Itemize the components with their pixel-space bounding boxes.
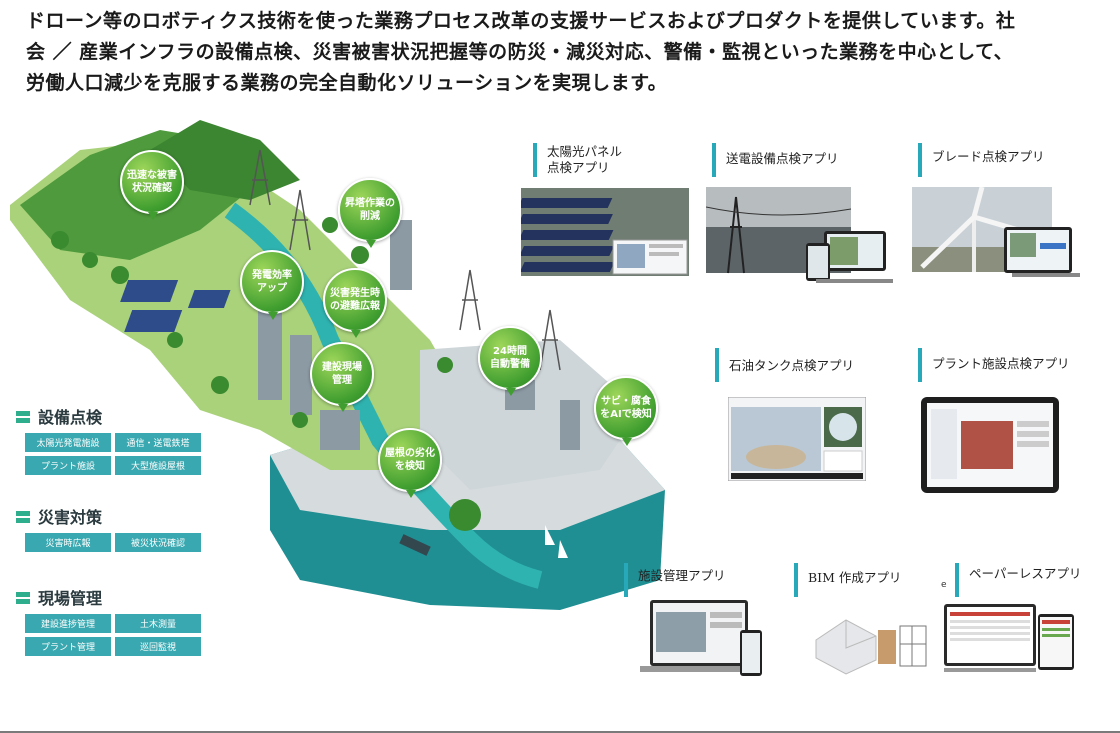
accent-bar	[715, 348, 719, 382]
tablet-illustration	[921, 397, 1059, 493]
app-solar-inspection: 太陽光パネル 点検アプリ	[533, 143, 622, 177]
intro-line-3: 労働人口減少を克服する業務の完全自動化ソリューションを実現します。	[26, 72, 668, 94]
stray-character: e	[941, 580, 947, 590]
accent-bar	[955, 563, 959, 597]
oil-tank-app-image	[728, 397, 866, 481]
accent-bar	[624, 563, 628, 597]
intro-line-1: ドローン等のロボティクス技術を使った業務プロセス改革の支援サービスおよびプロダク…	[26, 10, 1016, 32]
solar-panels-illustration	[521, 188, 689, 276]
legend-title: 設備点検	[38, 408, 103, 427]
app-title: ブレード点検アプリ	[932, 149, 1045, 164]
plant-app-image	[921, 397, 1059, 493]
legend-site-management: 現場管理 建設進捗管理 土木測量 プラント管理 巡回監視	[16, 586, 201, 656]
app-title: プラント施設点検アプリ	[932, 356, 1070, 371]
bubble-corrosion-ai: サビ・腐食 をAIで検知	[594, 376, 658, 446]
intro-line-2: 会 ／ 産業インフラの設備点検、災害被害状況把握等の防災・減災対応、警備・監視と…	[26, 41, 1014, 63]
tag-disaster-broadcast: 災害時広報	[25, 533, 111, 552]
bubble-roof-degradation: 屋根の劣化 を検知	[378, 428, 442, 498]
bubble-power-efficiency: 発電効率 アップ	[240, 250, 304, 320]
bubble-construction: 建設現場 管理	[310, 342, 374, 412]
app-title: BIM 作成アプリ	[808, 570, 902, 585]
app-title: ペーパーレスアプリ	[969, 566, 1082, 581]
intro-text: ドローン等のロボティクス技術を使った業務プロセス改革の支援サービスおよびプロダク…	[26, 6, 1096, 99]
bim-model-illustration	[815, 619, 927, 675]
tag-construction-progress: 建設進捗管理	[25, 614, 111, 633]
legend-equipment: 設備点検 太陽光発電施設 通信・送電鉄塔 プラント施設 大型施設屋根	[16, 405, 201, 475]
app-power-line-inspection: 送電設備点検アプリ	[712, 143, 839, 177]
accent-bar	[918, 348, 922, 382]
app-oil-tank-inspection: 石油タンク点検アプリ	[715, 348, 854, 382]
app-plant-inspection: プラント施設点検アプリ	[918, 348, 1070, 382]
infrastructure-illustration: 迅速な被害 状況確認 昇塔作業の 削減 発電効率 アップ 災害発生時 の避難広報…	[0, 110, 700, 630]
tag-large-roof: 大型施設屋根	[115, 456, 201, 475]
power-line-illustration	[706, 187, 893, 283]
app-title: 石油タンク点検アプリ	[729, 358, 855, 373]
app-title: 太陽光パネル 点検アプリ	[547, 144, 623, 175]
solar-app-image	[521, 188, 689, 276]
paperless-devices-illustration	[944, 604, 1074, 672]
legend-marker	[16, 410, 30, 416]
accent-bar	[533, 143, 537, 177]
bottom-divider	[0, 731, 1120, 733]
app-blade-inspection: ブレード点検アプリ	[918, 143, 1045, 177]
facility-app-image	[640, 600, 768, 678]
legend-title: 災害対策	[38, 508, 103, 527]
tag-patrol-monitoring: 巡回監視	[115, 637, 201, 656]
bubble-evacuation: 災害発生時 の避難広報	[323, 268, 387, 338]
accent-bar	[918, 143, 922, 177]
bubble-24h-security: 24時間 自動警備	[478, 326, 542, 396]
paperless-app-image	[944, 604, 1076, 674]
tag-plant-management: プラント管理	[25, 637, 111, 656]
power-line-app-image	[706, 187, 893, 284]
wind-turbine-illustration	[912, 187, 1080, 277]
app-title: 施設管理アプリ	[638, 568, 726, 583]
accent-bar	[794, 563, 798, 597]
legend-disaster: 災害対策 災害時広報 被災状況確認	[16, 505, 201, 552]
bim-app-image	[806, 600, 928, 676]
laptop-phone-illustration	[640, 600, 762, 676]
blade-app-image	[912, 187, 1080, 282]
bubble-damage-check: 迅速な被害 状況確認	[120, 150, 184, 220]
legend-marker	[16, 510, 30, 516]
app-bim-creation: BIM 作成アプリ	[794, 563, 901, 597]
app-facility-management: 施設管理アプリ	[624, 563, 726, 597]
tag-civil-survey: 土木測量	[115, 614, 201, 633]
oil-tank-illustration	[728, 397, 866, 481]
bubble-tower-work: 昇塔作業の 削減	[338, 178, 402, 248]
app-title: 送電設備点検アプリ	[726, 151, 839, 166]
tag-damage-check: 被災状況確認	[115, 533, 201, 552]
app-paperless: ペーパーレスアプリ	[955, 563, 1081, 597]
legend-marker	[16, 591, 30, 597]
tag-plant-facility: プラント施設	[25, 456, 111, 475]
accent-bar	[712, 143, 716, 177]
tag-solar-facility: 太陽光発電施設	[25, 433, 111, 452]
legend-title: 現場管理	[38, 589, 103, 608]
tag-transmission-tower: 通信・送電鉄塔	[115, 433, 201, 452]
